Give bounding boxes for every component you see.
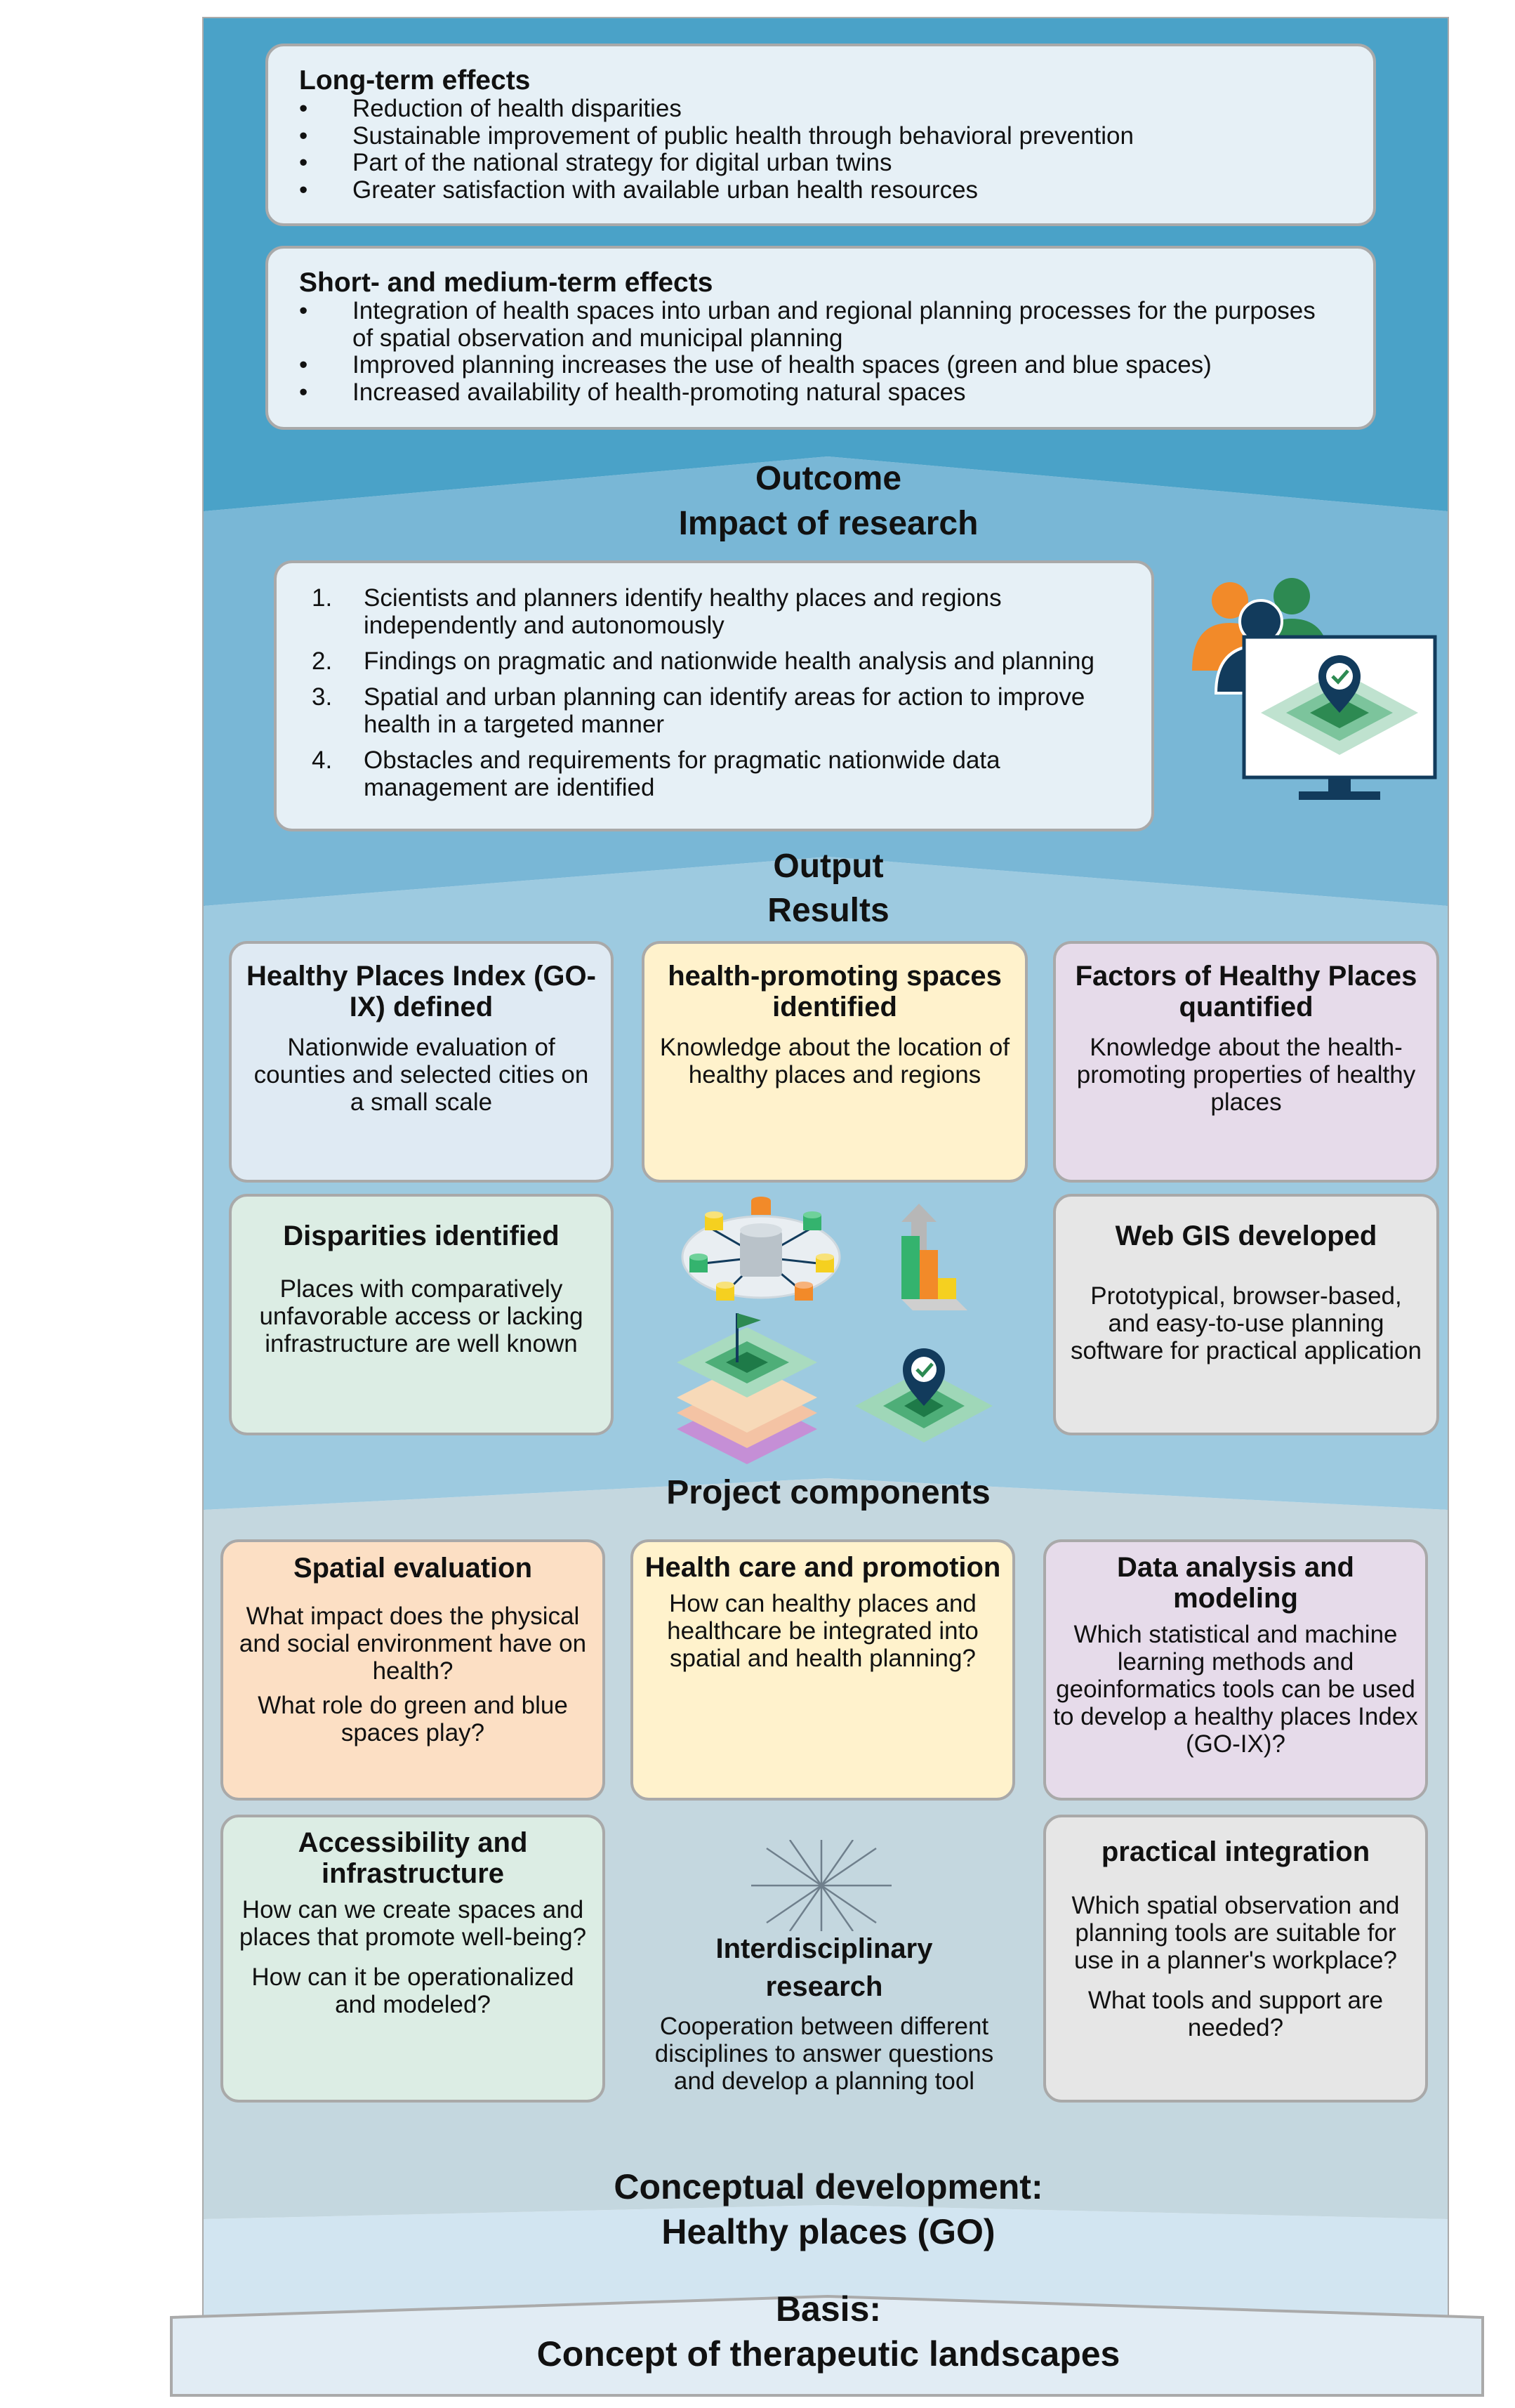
data-analysis-illustration [677, 1197, 993, 1464]
card-text: Knowledge about the health-promoting pro… [1076, 1034, 1416, 1116]
component-question: Which spatial observation and planning t… [1071, 1892, 1400, 1974]
card-factors-healthy-places: Factors of Healthy Places quantified Kno… [1053, 941, 1439, 1183]
item-text: Findings on pragmatic and nationwide hea… [364, 647, 1094, 675]
long-term-list: Reduction of health disparities Sustaina… [299, 95, 1342, 204]
component-title: Interdisciplinary research [715, 1933, 933, 2002]
short-term-list: Integration of health spaces into urban … [299, 297, 1342, 407]
card-text: Nationwide evaluation of counties and se… [253, 1034, 589, 1116]
component-health-care: Health care and promotion How can health… [630, 1539, 1015, 1801]
list-item: Integration of health spaces into urban … [299, 297, 1342, 352]
card-web-gis: Web GIS developed Prototypical, browser-… [1053, 1194, 1439, 1435]
list-item: Improved planning increases the use of h… [299, 351, 1342, 379]
component-question: How can we create spaces and places that… [239, 1896, 587, 1951]
outcome-list: 1. Scientists and planners identify healt… [286, 584, 1137, 801]
card-title: Healthy Places Index (GO-IX) defined [246, 961, 596, 1022]
list-item: Greater satisfaction with available urba… [299, 176, 1342, 204]
component-question: Cooperation between different discipline… [654, 2013, 994, 2095]
item-text: Scientists and planners identify healthy… [364, 584, 1002, 639]
component-question: How can healthy places and healthcare be… [667, 1590, 979, 1672]
list-item: 4. Obstacles and requirements for pragmat… [286, 746, 1137, 801]
component-data-analysis: Data analysis and modeling Which statist… [1043, 1539, 1428, 1801]
list-item: Part of the national strategy for digita… [299, 149, 1342, 177]
database-network-icon [681, 1197, 841, 1301]
component-title: practical integration [1101, 1836, 1370, 1867]
band-basis [170, 2294, 1484, 2397]
item-number: 1. [312, 584, 333, 612]
outcome-box: 1. Scientists and planners identify healt… [274, 560, 1154, 831]
conceptual-title: Conceptual development: [614, 2167, 1043, 2206]
conceptual-subtitle: Healthy places (GO) [661, 2212, 995, 2251]
output-subtitle: Results [767, 892, 889, 929]
card-text: Places with comparatively unfavorable ac… [259, 1275, 583, 1357]
component-title: Accessibility and infrastructure [298, 1827, 528, 1889]
card-title: Factors of Healthy Places quantified [1075, 961, 1417, 1022]
output-title: Output [773, 848, 884, 885]
item-number: 3. [312, 683, 333, 711]
card-health-promoting-spaces: health-promoting spaces identified Knowl… [642, 941, 1028, 1183]
component-title: Spatial evaluation [293, 1553, 533, 1584]
outcome-subtitle: Impact of research [678, 505, 979, 542]
item-text: Spatial and urban planning can identify … [364, 683, 1085, 738]
component-title: Health care and promotion [644, 1552, 1001, 1583]
card-title: health-promoting spaces identified [668, 961, 1002, 1022]
list-item: 1. Scientists and planners identify healt… [286, 584, 1137, 639]
component-practical-integration: practical integration Which spatial obse… [1043, 1815, 1428, 2103]
item-text: Obstacles and requirements for pragmatic… [364, 746, 1000, 801]
component-accessibility: Accessibility and infrastructure How can… [220, 1815, 605, 2103]
interdisciplinary-star-icon [751, 1840, 892, 1931]
card-text: Knowledge about the location of healthy … [659, 1034, 1010, 1088]
map-layers-icon [677, 1313, 817, 1464]
component-question: How can it be operationalized and modele… [251, 1963, 574, 2018]
long-term-effects-box: Long-term effects Reduction of health di… [265, 44, 1376, 226]
list-item: Reduction of health disparities [299, 95, 1342, 123]
card-healthy-places-index: Healthy Places Index (GO-IX) defined Nat… [229, 941, 614, 1183]
item-number: 2. [312, 647, 333, 675]
list-item: Increased availability of health-promoti… [299, 379, 1342, 407]
component-spatial-evaluation: Spatial evaluation What impact does the … [220, 1539, 605, 1801]
component-interdisciplinary: Interdisciplinary research Cooperation b… [632, 1930, 1017, 2095]
band-conceptual [204, 2205, 1448, 2324]
basis-subtitle: Concept of therapeutic landscapes [536, 2334, 1120, 2374]
component-question: What role do green and blue spaces play? [258, 1692, 568, 1746]
component-question: Which statistical and machine learning m… [1053, 1621, 1418, 1758]
component-question: What tools and support are needed? [1087, 1987, 1384, 2041]
long-term-title: Long-term effects [299, 65, 531, 96]
components-title: Project components [666, 1474, 991, 1511]
location-pin-map-icon [855, 1348, 993, 1442]
short-term-effects-box: Short- and medium-term effects Integrati… [265, 246, 1376, 430]
list-item: 3. Spatial and urban planning can identif… [286, 683, 1137, 738]
card-title: Disparities identified [283, 1221, 560, 1251]
people-monitor-icon [1192, 578, 1437, 800]
short-term-title: Short- and medium-term effects [299, 268, 713, 298]
card-title: Web GIS developed [1115, 1221, 1377, 1251]
bar-chart-icon [901, 1204, 967, 1310]
item-number: 4. [312, 746, 333, 774]
card-text: Prototypical, browser-based, and easy-to… [1071, 1282, 1422, 1364]
basis-title: Basis: [775, 2289, 882, 2329]
outcome-title: Outcome [755, 460, 902, 497]
list-item: 2. Findings on pragmatic and nationwide h… [286, 647, 1137, 675]
component-question: What impact does the physical and social… [239, 1603, 587, 1685]
card-disparities: Disparities identified Places with compa… [229, 1194, 614, 1435]
component-title: Data analysis and modeling [1117, 1552, 1354, 1614]
list-item: Sustainable improvement of public health… [299, 122, 1342, 150]
